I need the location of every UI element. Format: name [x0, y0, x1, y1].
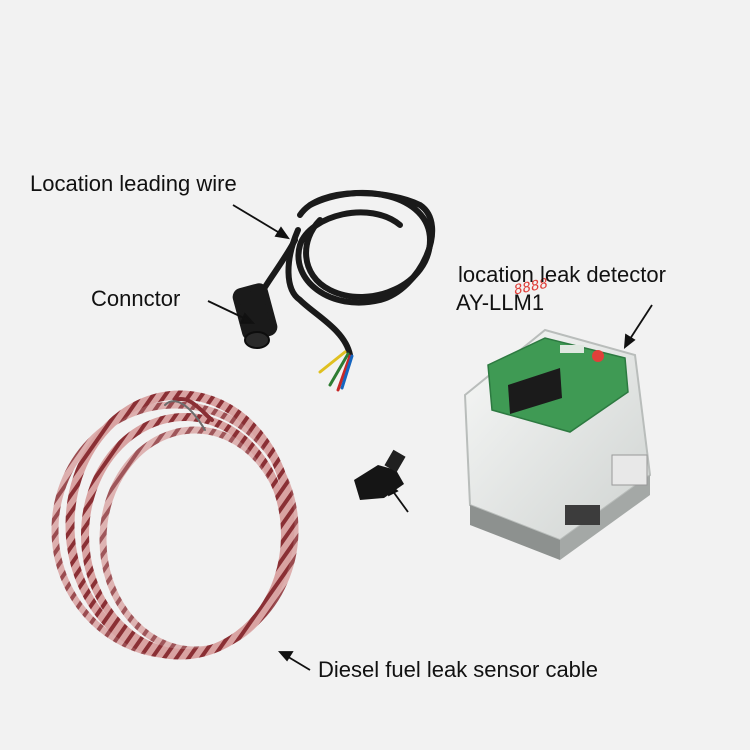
label-sensor-cable: Diesel fuel leak sensor cable [318, 657, 599, 682]
label-detector-model: AY-LLM1 [456, 290, 545, 315]
label-connector: Connctor [91, 286, 181, 311]
small-plug-icon [354, 449, 406, 500]
leak-detector-icon: 8888 [463, 276, 652, 560]
label-location-leading-wire: Location leading wire [30, 171, 237, 196]
leading-wire-icon [232, 190, 436, 358]
svg-text:8888: 8888 [514, 276, 548, 299]
wire-tips [318, 350, 354, 392]
sensor-cable-icon [51, 390, 299, 660]
label-detector-title: location leak detector [458, 262, 666, 287]
